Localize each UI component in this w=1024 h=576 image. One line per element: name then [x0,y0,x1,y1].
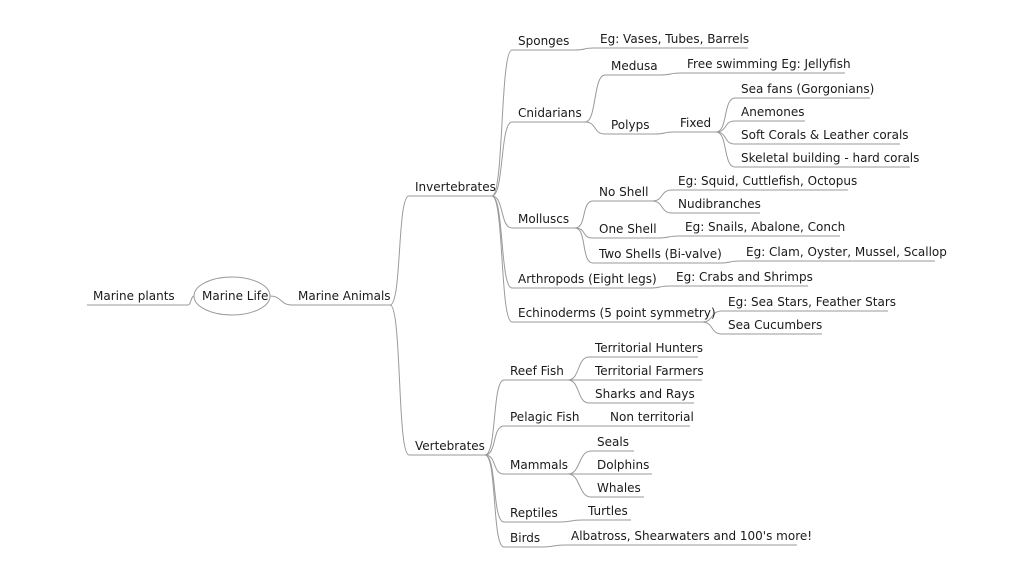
node-pelagic-fish: Pelagic Fish [510,410,580,424]
connector-two-shells-two-shells-eg [719,260,741,264]
connector-vertebrates-birds [484,454,505,548]
connector-cnidarians-medusa [584,74,606,123]
connector-reptiles-turtles [559,519,583,523]
connector-mammals-whales [567,473,592,498]
node-reef-fish: Reef Fish [510,364,564,378]
node-sea-fans: Sea fans (Gorgonians) [741,82,875,96]
node-marine-plants: Marine plants [93,289,175,303]
node-whales: Whales [597,481,641,495]
node-fixed: Fixed [680,116,712,130]
node-vertebrates: Vertebrates [415,439,485,453]
node-territorial-hunters: Territorial Hunters [595,341,703,355]
connector-vertebrates-reef-fish [484,379,505,456]
node-sharks-rays: Sharks and Rays [595,387,695,401]
node-echinoderms-eg: Eg: Sea Stars, Feather Stars [728,295,896,309]
connector-polyps-fixed [654,131,675,135]
node-molluscs: Molluscs [518,212,570,226]
connector-sponges-sponges-eg [574,47,595,51]
node-nudibranches: Nudibranches [678,197,761,211]
node-sponges: Sponges [518,34,570,48]
connector-vertebrates-pelagic-fish [484,425,505,456]
connector-reef-fish-sharks-rays [567,379,590,404]
connector-echinoderms-sea-cucumbers [701,321,723,335]
node-no-shell-eg: Eg: Squid, Cuttlefish, Octopus [678,174,858,188]
connector-cnidarians-polyps [584,121,606,135]
connector-fixed-anemones [715,120,736,133]
node-sponges-eg: Eg: Vases, Tubes, Barrels [600,32,750,46]
node-one-shell-eg: Eg: Snails, Abalone, Conch [685,220,846,234]
node-turtles: Turtles [588,504,628,518]
connector-birds-birds-eg [541,544,566,548]
node-dolphins: Dolphins [597,458,650,472]
node-seals: Seals [597,435,629,449]
connector-marine-life-marine-animals [269,295,293,306]
connector-fixed-sea-fans [715,97,736,133]
connector-marine-animals-invertebrates [389,195,410,306]
connector-reef-fish-territorial-hunters [567,356,590,381]
node-birds: Birds [510,531,541,545]
connector-fixed-skeletal-building [715,131,736,168]
connector-molluscs-two-shells [574,227,594,264]
connector-invertebrates-echinoderms [491,195,513,323]
connector-invertebrates-molluscs [491,195,513,229]
node-free-swimming: Free swimming Eg: Jellyfish [687,57,851,71]
connector-invertebrates-sponges [491,49,513,197]
connector-invertebrates-cnidarians [491,121,513,197]
node-territorial-farmers: Territorial Farmers [595,364,704,378]
connector-invertebrates-arthropods [491,195,513,289]
node-anemones: Anemones [741,105,805,119]
node-sea-cucumbers: Sea Cucumbers [728,318,823,332]
connector-mammals-seals [567,450,592,475]
node-no-shell: No Shell [599,185,649,199]
connector-one-shell-one-shell-eg [657,235,680,239]
node-soft-corals: Soft Corals & Leather corals [741,128,909,142]
node-invertebrates: Invertebrates [415,180,496,194]
node-medusa: Medusa [611,59,658,73]
connector-no-shell-no-shell-eg [651,189,673,202]
connector-no-shell-nudibranches [651,200,673,214]
node-arthropods-eg: Eg: Crabs and Shrimps [676,270,813,284]
node-two-shells-eg: Eg: Clam, Oyster, Mussel, Scallop [746,245,947,259]
node-marine-animals: Marine Animals [298,289,391,303]
node-birds-eg: Albatross, Shearwaters and 100's more! [571,529,813,543]
connector-arthropods-arthropods-eg [649,285,671,289]
node-echinoderms: Echinoderms (5 point symmetry) [518,306,716,320]
node-two-shells: Two Shells (Bi-valve) [599,247,722,261]
node-polyps: Polyps [611,118,650,132]
central-node-ellipse [193,276,271,316]
node-one-shell: One Shell [599,222,657,236]
node-cnidarians: Cnidarians [518,106,582,120]
connector-marine-life-marine-plants [187,295,195,306]
node-skeletal-building: Skeletal building - hard corals [741,151,920,165]
connector-fixed-soft-corals [715,131,736,145]
connector-molluscs-one-shell [574,227,594,239]
node-arthropods: Arthropods (Eight legs) [518,272,657,286]
connector-echinoderms-echinoderms-eg [701,310,723,323]
node-mammals: Mammals [510,458,569,472]
connector-molluscs-no-shell [574,200,594,229]
connector-medusa-free-swimming [659,72,682,76]
connector-marine-animals-vertebrates [389,304,410,456]
node-marine-life: Marine Life [202,289,269,303]
node-reptiles: Reptiles [510,506,558,520]
node-non-territorial: Non territorial [610,410,694,424]
